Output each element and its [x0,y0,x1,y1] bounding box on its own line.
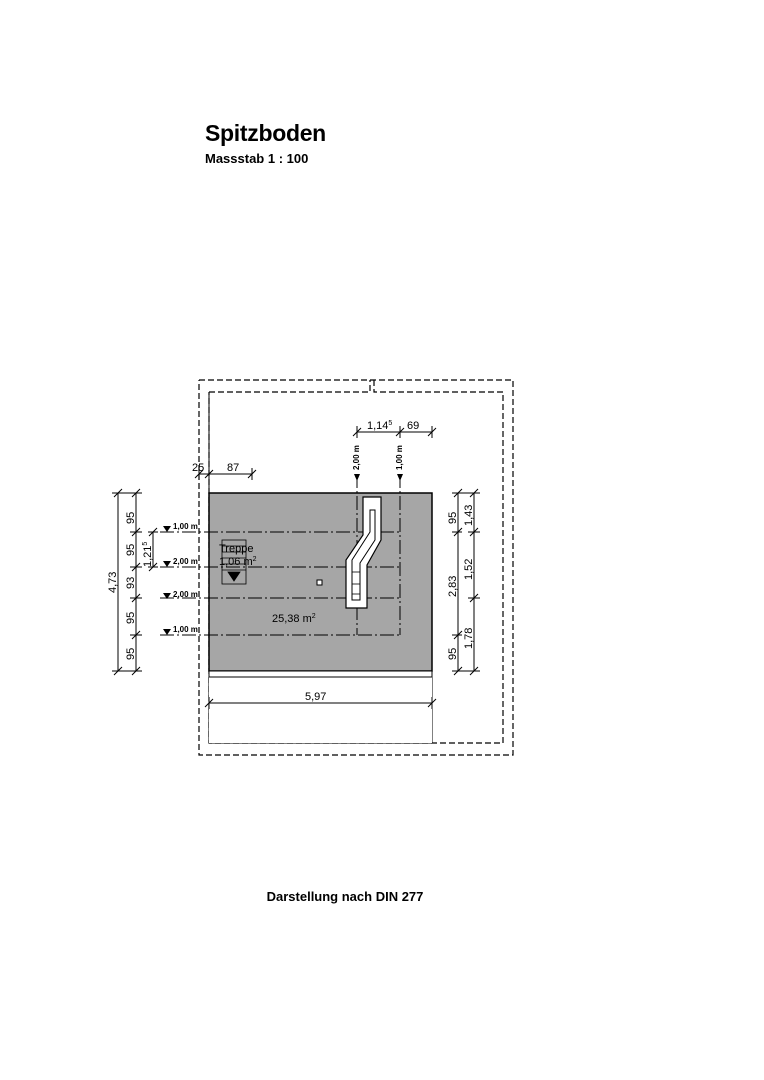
dimension-bottom [204,697,437,709]
dim-value: 69 [407,420,419,432]
dimension-top-right [352,426,437,438]
dimension-right [452,488,480,676]
footer-note: Darstellung nach DIN 277 [266,889,424,904]
height-markers-top: 2,00 m 1,00 m [352,445,404,481]
dim-value: 2,83 [447,576,459,597]
dim-value: 95 [447,648,459,660]
dim-value: 1,52 [463,559,475,580]
dimension-left [112,488,158,676]
dim-value: 25 [192,462,204,474]
staircase [345,496,382,609]
height-label: 2,00 m [173,557,198,566]
dim-value: 95 [125,512,137,524]
height-markers-left: 1,00 m 2,00 m 2,00 m 1,00 m [163,522,198,635]
stair-symbol [221,539,247,585]
outer-wall-outline [198,379,514,756]
stair-area: 1,06 m2 [219,556,257,568]
dim-value: 95 [125,544,137,556]
stair-label: Treppe [219,543,253,555]
dim-value: 1,78 [463,628,475,649]
dim-value: 87 [227,462,239,474]
column-marker [316,579,323,586]
height-label: 1,00 m [173,522,198,531]
height-label: 1,00 m [395,445,404,470]
dimension-top-left [194,468,257,480]
height-label: 2,00 m [352,445,361,470]
dim-total: 4,73 [107,572,119,593]
height-label: 1,00 m [173,625,198,634]
room-area: 25,38 m2 [272,613,316,625]
height-label: 2,00 m [173,590,198,599]
dim-value: 95 [125,612,137,624]
page-title: Spitzboden [205,120,326,146]
dim-value: 93 [125,577,137,589]
dim-value: 95 [125,648,137,660]
dim-value: 1,43 [463,505,475,526]
scale-label: Massstab 1 : 100 [205,151,309,166]
dim-value: 1,145 [367,420,392,432]
dim-stair: 1,215 [142,542,154,567]
dim-value: 95 [447,512,459,524]
dim-value: 5,97 [305,691,326,703]
